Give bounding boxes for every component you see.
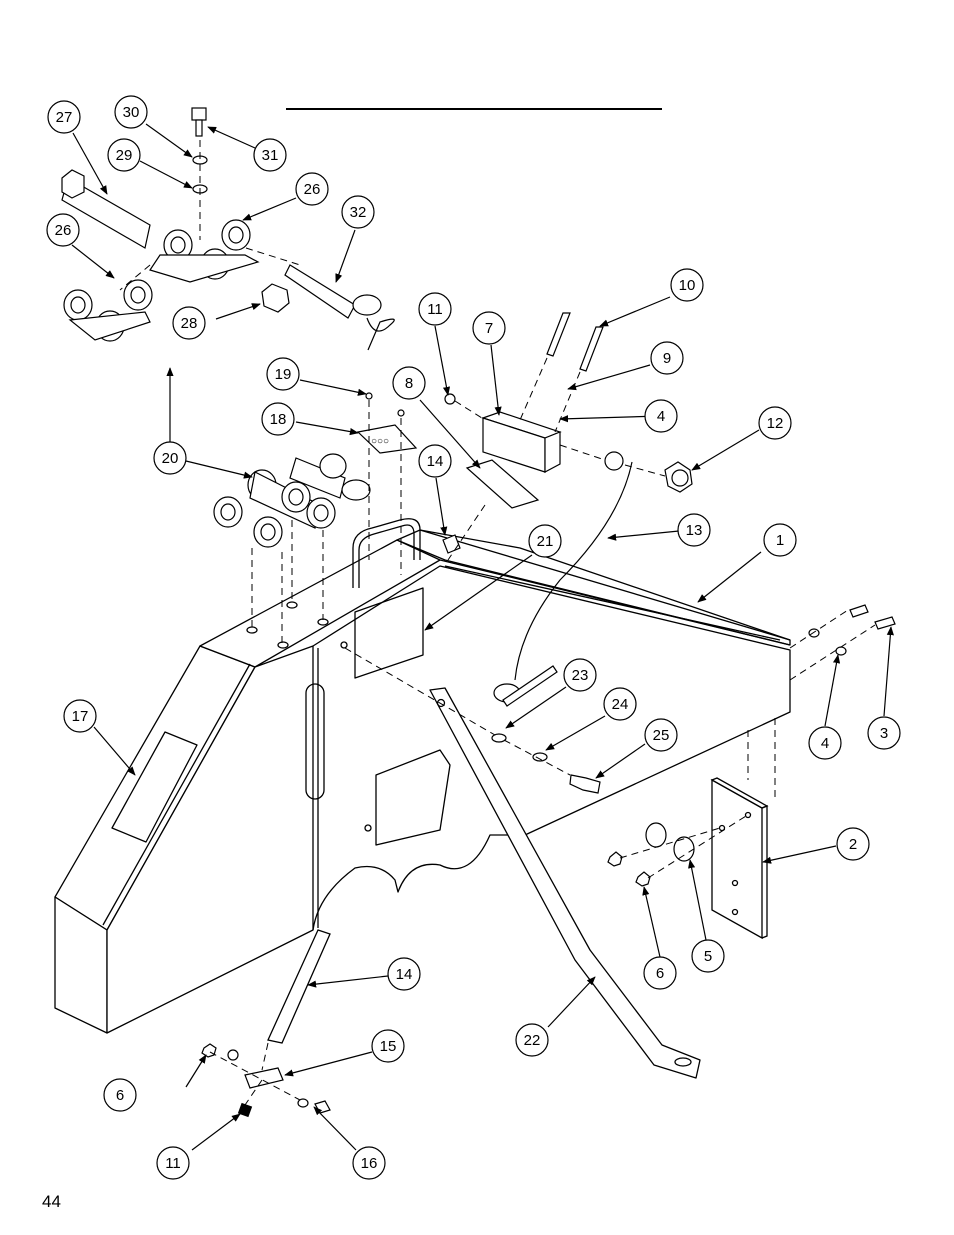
- callout-29: 29: [107, 138, 141, 172]
- svg-text:4: 4: [657, 408, 665, 425]
- svg-text:16: 16: [361, 1155, 378, 1172]
- svg-text:11: 11: [165, 1155, 181, 1172]
- stand-leg: [429, 687, 701, 1079]
- callout-10: 10: [670, 268, 704, 302]
- svg-text:21: 21: [537, 533, 554, 550]
- svg-text:9: 9: [663, 350, 671, 367]
- callout-11-lower: 11: [156, 1146, 190, 1180]
- callouts: 1 2 3 4 4 5 6 6 7 8 9 10 11 11 12 13 14 …: [46, 95, 901, 1180]
- callout-12: 12: [758, 406, 792, 440]
- callout-23: 23: [563, 658, 597, 692]
- hardware: ○○○: [61, 107, 896, 1118]
- svg-text:23: 23: [572, 667, 589, 684]
- callout-7: 7: [472, 311, 506, 345]
- svg-text:26: 26: [304, 181, 321, 198]
- callout-31: 31: [253, 138, 287, 172]
- svg-text:28: 28: [181, 315, 198, 332]
- callout-5: 5: [691, 939, 725, 973]
- svg-text:13: 13: [686, 522, 703, 539]
- svg-text:14: 14: [427, 453, 444, 470]
- svg-text:20: 20: [162, 450, 179, 467]
- callout-27: 27: [47, 100, 81, 134]
- callout-15: 15: [371, 1029, 405, 1063]
- svg-text:19: 19: [275, 366, 292, 383]
- callout-25: 25: [644, 718, 678, 752]
- leader-lines: [71, 123, 894, 1151]
- svg-text:6: 6: [116, 1087, 124, 1104]
- svg-text:4: 4: [821, 735, 829, 752]
- callout-2: 2: [836, 827, 870, 861]
- main-housing: [54, 518, 791, 1034]
- svg-text:26: 26: [55, 222, 72, 239]
- callout-17: 17: [63, 699, 97, 733]
- callout-11-upper: 11: [418, 292, 452, 326]
- callout-16: 16: [352, 1146, 386, 1180]
- mount-plate: [710, 777, 769, 940]
- svg-text:5: 5: [704, 948, 712, 965]
- svg-text:24: 24: [612, 696, 629, 713]
- callout-26-upper: 26: [295, 172, 329, 206]
- svg-text:12: 12: [767, 415, 784, 432]
- callout-4-upper: 4: [644, 399, 678, 433]
- callout-28: 28: [172, 306, 206, 340]
- callout-1: 1: [763, 523, 797, 557]
- svg-text:6: 6: [656, 965, 664, 982]
- callout-20: 20: [153, 441, 187, 475]
- callout-26-left: 26: [46, 213, 80, 247]
- callout-32: 32: [341, 195, 375, 229]
- callout-13: 13: [677, 513, 711, 547]
- callout-24: 24: [603, 687, 637, 721]
- callout-30: 30: [114, 95, 148, 129]
- page-number: 44: [42, 1192, 61, 1211]
- svg-text:2: 2: [849, 836, 857, 853]
- svg-text:22: 22: [524, 1032, 541, 1049]
- svg-text:8: 8: [405, 375, 413, 392]
- callout-18: 18: [261, 402, 295, 436]
- svg-text:○○○: ○○○: [371, 436, 389, 447]
- callout-3: 3: [867, 716, 901, 750]
- callout-22: 22: [515, 1023, 549, 1057]
- svg-text:10: 10: [679, 277, 696, 294]
- callout-21: 21: [528, 524, 562, 558]
- callout-14-lower: 14: [387, 957, 421, 991]
- svg-text:25: 25: [653, 727, 670, 744]
- svg-text:27: 27: [56, 109, 73, 126]
- svg-text:14: 14: [396, 966, 413, 983]
- callout-8: 8: [392, 366, 426, 400]
- svg-text:29: 29: [116, 147, 133, 164]
- callout-4-right: 4: [808, 726, 842, 760]
- svg-text:32: 32: [350, 204, 367, 221]
- svg-text:11: 11: [427, 301, 443, 318]
- svg-text:31: 31: [262, 147, 279, 164]
- callout-14-upper: 14: [418, 444, 452, 478]
- svg-text:18: 18: [270, 411, 287, 428]
- callout-6-right: 6: [643, 956, 677, 990]
- callout-19: 19: [266, 357, 300, 391]
- callout-6-left: 6: [103, 1078, 137, 1112]
- svg-text:7: 7: [485, 320, 493, 337]
- lower-rod: [267, 929, 331, 1044]
- svg-text:15: 15: [380, 1038, 397, 1055]
- svg-text:1: 1: [776, 532, 784, 549]
- svg-text:30: 30: [123, 104, 140, 121]
- svg-text:17: 17: [72, 708, 89, 725]
- svg-text:3: 3: [880, 725, 888, 742]
- callout-9: 9: [650, 341, 684, 375]
